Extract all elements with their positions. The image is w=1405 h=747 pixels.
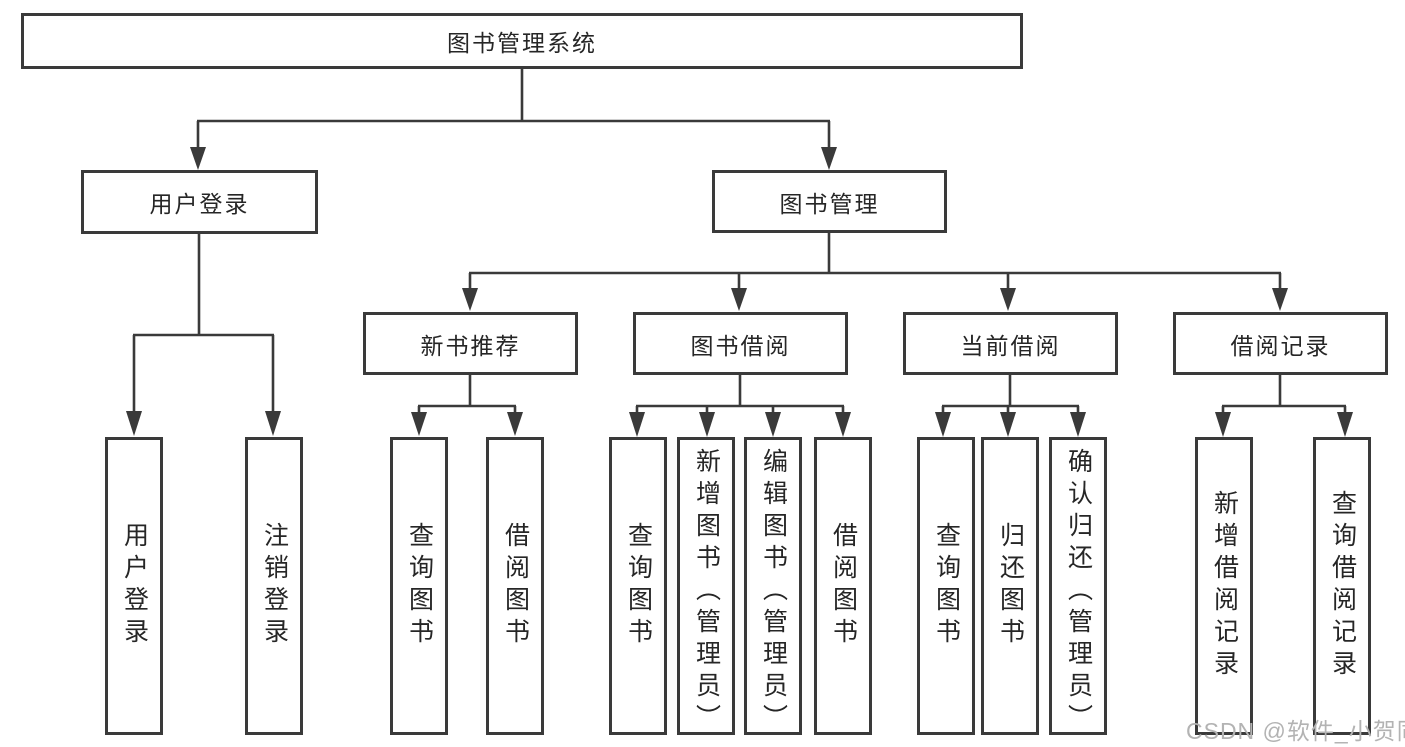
leaf-borrow-books-label: 借阅图书 (829, 522, 858, 650)
connector-book-borrow-to-children (629, 375, 851, 437)
node-book-management: 图书管理 (712, 170, 947, 233)
node-new-book-recommend-label: 新书推荐 (420, 332, 521, 359)
csdn-watermark: CSDN @软件_小贺同学 (1186, 718, 1405, 744)
leaf-borrow-query-books: 查询图书 (609, 437, 667, 735)
leaf-user-login-label: 用户登录 (120, 522, 149, 650)
leaf-recommend-borrow-books: 借阅图书 (486, 437, 544, 735)
connector-book-mgmt-to-level3 (462, 233, 1288, 311)
node-borrow-records-label: 借阅记录 (1230, 332, 1331, 359)
leaf-confirm-return-admin-label: 确认归还（管理员） (1064, 448, 1093, 736)
node-user-login-label: 用户登录 (149, 191, 250, 217)
connector-user-login-to-children (126, 234, 281, 436)
node-book-borrow-label: 图书借阅 (690, 332, 791, 359)
connector-new-book-to-children (411, 375, 523, 436)
leaf-recommend-borrow-books-label: 借阅图书 (501, 522, 530, 650)
connector-borrow-records-to-children (1215, 375, 1353, 437)
leaf-recommend-query-books: 查询图书 (390, 437, 448, 735)
leaf-recommend-query-books-label: 查询图书 (405, 522, 434, 650)
leaf-edit-books-admin: 编辑图书（管理员） (744, 437, 802, 736)
node-book-management-label: 图书管理 (779, 190, 880, 217)
leaf-confirm-return-admin: 确认归还（管理员） (1049, 437, 1107, 736)
leaf-user-login: 用户登录 (105, 437, 163, 735)
leaf-add-borrow-record-label: 新增借阅记录 (1210, 490, 1239, 682)
connector-current-borrow-to-children (935, 375, 1086, 437)
leaf-borrow-query-books-label: 查询图书 (624, 522, 653, 650)
leaf-query-borrow-record-label: 查询借阅记录 (1328, 490, 1357, 682)
node-book-borrow: 图书借阅 (633, 312, 848, 375)
leaf-add-books-admin-label: 新增图书（管理员） (692, 448, 721, 736)
leaf-add-borrow-record: 新增借阅记录 (1195, 437, 1253, 735)
leaf-edit-books-admin-label: 编辑图书（管理员） (759, 448, 788, 736)
node-current-borrow-label: 当前借阅 (960, 332, 1061, 359)
node-root-label: 图书管理系统 (447, 30, 597, 56)
leaf-return-books: 归还图书 (981, 437, 1039, 735)
leaf-borrow-books: 借阅图书 (814, 437, 872, 735)
node-root: 图书管理系统 (21, 13, 1023, 69)
leaf-current-query-books: 查询图书 (917, 437, 975, 735)
leaf-query-borrow-record: 查询借阅记录 (1313, 437, 1371, 735)
leaf-add-books-admin: 新增图书（管理员） (677, 437, 735, 736)
node-user-login: 用户登录 (81, 170, 318, 234)
node-current-borrow: 当前借阅 (903, 312, 1118, 375)
node-new-book-recommend: 新书推荐 (363, 312, 578, 375)
leaf-return-books-label: 归还图书 (996, 522, 1025, 650)
node-borrow-records: 借阅记录 (1173, 312, 1388, 375)
leaf-logout-label: 注销登录 (260, 522, 289, 650)
connector-root-to-level2 (190, 69, 837, 170)
leaf-logout: 注销登录 (245, 437, 303, 735)
leaf-current-query-books-label: 查询图书 (932, 522, 961, 650)
